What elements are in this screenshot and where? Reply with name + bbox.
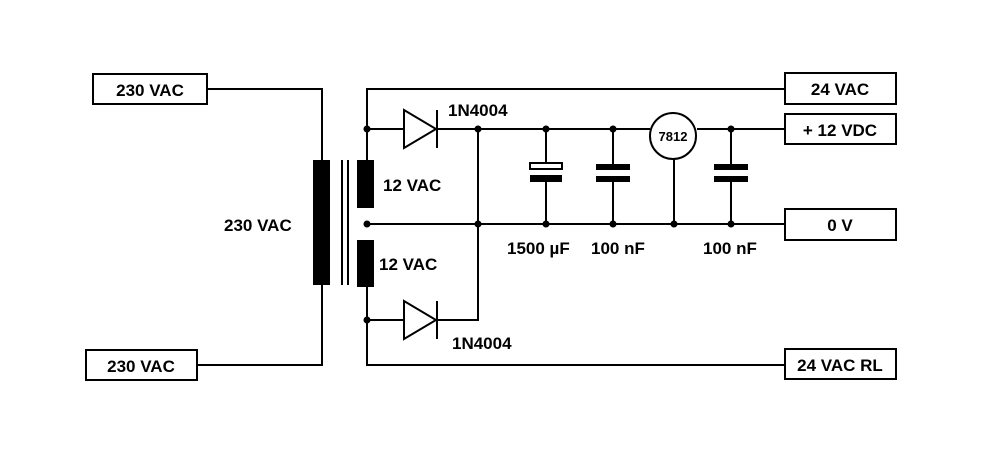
diode-bottom-label: 1N4004 (452, 334, 512, 353)
terminal-mains-bottom: 230 VAC (85, 349, 198, 381)
terminal-24vac-rl: 24 VAC RL (784, 348, 897, 380)
terminal-12vdc-label: + 12 VDC (803, 121, 877, 140)
terminal-mains-bottom-label: 230 VAC (107, 357, 175, 376)
transformer-secondary-winding-bottom (357, 240, 374, 287)
terminal-mains-top: 230 VAC (92, 73, 208, 105)
wire-24vac-rl-bottom (366, 287, 785, 366)
wire-24vac-top (366, 88, 785, 160)
capacitor-input-label: 100 nF (591, 239, 645, 258)
capacitor-input (596, 129, 630, 224)
capacitor-output (714, 129, 748, 224)
diode-top-label: 1N4004 (448, 101, 508, 120)
transformer-primary-label: 230 VAC (224, 216, 292, 235)
terminal-24vac: 24 VAC (784, 72, 897, 105)
transformer-secondary-bottom-label: 12 VAC (379, 255, 437, 274)
capacitor-electrolytic-label: 1500 µF (507, 239, 570, 258)
wire-mains-bottom (197, 285, 323, 366)
terminal-mains-top-label: 230 VAC (116, 81, 184, 100)
voltage-regulator-label: 7812 (659, 129, 688, 144)
diode-bottom (403, 299, 438, 341)
terminal-12vdc: + 12 VDC (784, 113, 897, 145)
transformer (313, 160, 374, 287)
terminal-0v: 0 V (784, 208, 897, 241)
capacitor-electrolytic (529, 129, 563, 224)
capacitor-output-label: 100 nF (703, 239, 757, 258)
wire-diode-bottom-out (437, 129, 479, 321)
junction-dots (363, 125, 735, 324)
terminal-24vac-label: 24 VAC (811, 80, 869, 99)
transformer-secondary-winding-top (357, 160, 374, 208)
terminal-24vac-rl-label: 24 VAC RL (797, 356, 883, 375)
wire-mains-top (207, 88, 323, 160)
diode-top (403, 108, 438, 150)
transformer-primary-winding (313, 160, 330, 285)
voltage-regulator (649, 112, 697, 224)
terminal-0v-label: 0 V (827, 216, 853, 235)
transformer-secondary-top-label: 12 VAC (383, 176, 441, 195)
